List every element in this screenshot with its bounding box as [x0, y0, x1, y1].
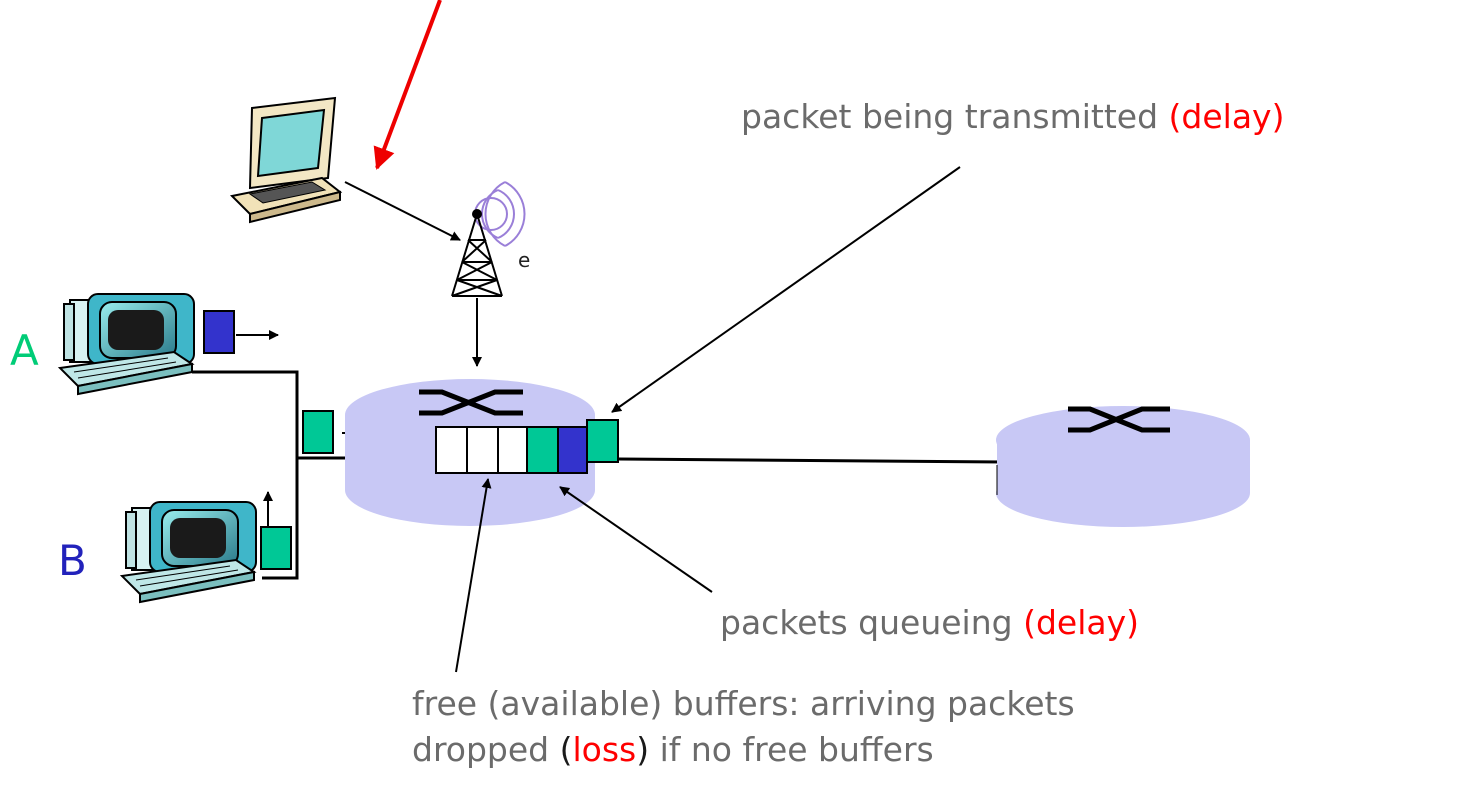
transmitted-pointer	[611, 166, 961, 413]
packet-a	[203, 310, 235, 354]
free-buffers-pointer	[455, 478, 492, 673]
queued-packet-green	[526, 426, 559, 474]
laptop-icon	[229, 96, 343, 224]
queueing-delay: (delay)	[1023, 603, 1139, 642]
router-to-router-link	[617, 457, 1004, 464]
buffer-queue	[435, 426, 588, 474]
free-buffers-label-line1: free (available) buffers: arriving packe…	[412, 684, 1075, 723]
router-switch-icon	[1068, 406, 1170, 433]
tower-partial-label: e	[518, 248, 531, 272]
transmitted-text: packet being transmitted	[741, 97, 1169, 136]
packet-b	[260, 526, 292, 570]
router-switch-icon	[419, 389, 523, 416]
free-buffers-label-line2: dropped (loss) if no free buffers	[412, 733, 934, 766]
transmitting-packet	[586, 419, 619, 463]
antenna-tower-icon	[451, 181, 526, 297]
loss-open-paren: (	[559, 730, 573, 769]
host-b-label: B	[58, 536, 87, 585]
loss-word: loss	[572, 730, 637, 769]
free-buffer-slot	[497, 426, 528, 474]
host-a-cable	[192, 370, 299, 580]
desktop-computer-icon	[57, 293, 195, 396]
red-pointer-arrow	[373, 0, 442, 170]
host-a-label: A	[10, 326, 39, 375]
transmitted-delay: (delay)	[1168, 97, 1285, 136]
queueing-label: packets queueing (delay)	[720, 606, 1139, 639]
router-b	[996, 406, 1250, 527]
queueing-text: packets queueing	[720, 603, 1024, 642]
laptop-link	[344, 181, 461, 241]
packet-in-transit	[302, 410, 334, 454]
transmitted-label: packet being transmitted (delay)	[741, 100, 1284, 133]
loss-close-paren: )	[636, 730, 650, 769]
free-buffer-slot	[435, 426, 468, 474]
queued-packet-blue	[557, 426, 588, 474]
free-buffers-tail: if no free buffers	[649, 730, 934, 769]
desktop-computer-icon	[119, 501, 257, 604]
free-buffer-slot	[466, 426, 499, 474]
free-buffers-dropped: dropped	[412, 730, 560, 769]
queueing-pointer	[559, 486, 713, 593]
